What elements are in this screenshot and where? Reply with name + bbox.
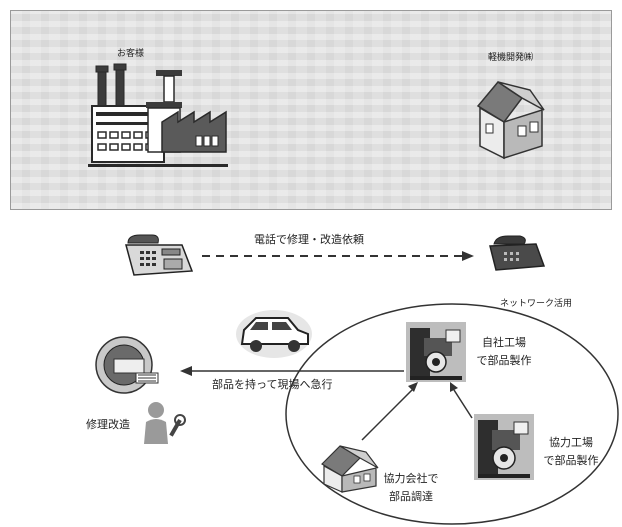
partner-company-line1: 協力会社で [383, 472, 439, 485]
rush-arrow [180, 366, 404, 376]
customer-label: お客様 [117, 49, 145, 59]
worker-icon [144, 402, 186, 444]
house-icon [476, 81, 545, 160]
network-label: ネットワーク活用 [500, 299, 573, 309]
car-icon [236, 310, 312, 358]
network-ellipse [285, 303, 619, 525]
partner-company-house-icon [321, 445, 379, 493]
own-factory-machine-icon [406, 322, 466, 382]
partner-factory-machine-icon [474, 414, 534, 480]
partner-company-line2: 部品調達 [389, 490, 433, 503]
receiver-phone-icon [489, 235, 546, 271]
factory-icon [88, 63, 228, 167]
own-factory-line2: で部品製作 [476, 354, 532, 367]
developer-label: 軽機開発㈱ [488, 53, 534, 63]
caller-phone-icon [125, 234, 194, 276]
site-machine-icon [95, 336, 159, 394]
rush-label: 部品を持って現場へ急行 [212, 378, 333, 391]
phone-request-label: 電話で修理・改造依頼 [254, 233, 364, 246]
repair-label: 修理改造 [86, 418, 130, 431]
supply-arrows [361, 382, 473, 441]
own-factory-line1: 自社工場 [482, 336, 526, 349]
phone-request-arrow [202, 251, 474, 261]
partner-factory-line2: で部品製作 [543, 454, 599, 467]
partner-factory-line1: 協力工場 [549, 436, 593, 449]
